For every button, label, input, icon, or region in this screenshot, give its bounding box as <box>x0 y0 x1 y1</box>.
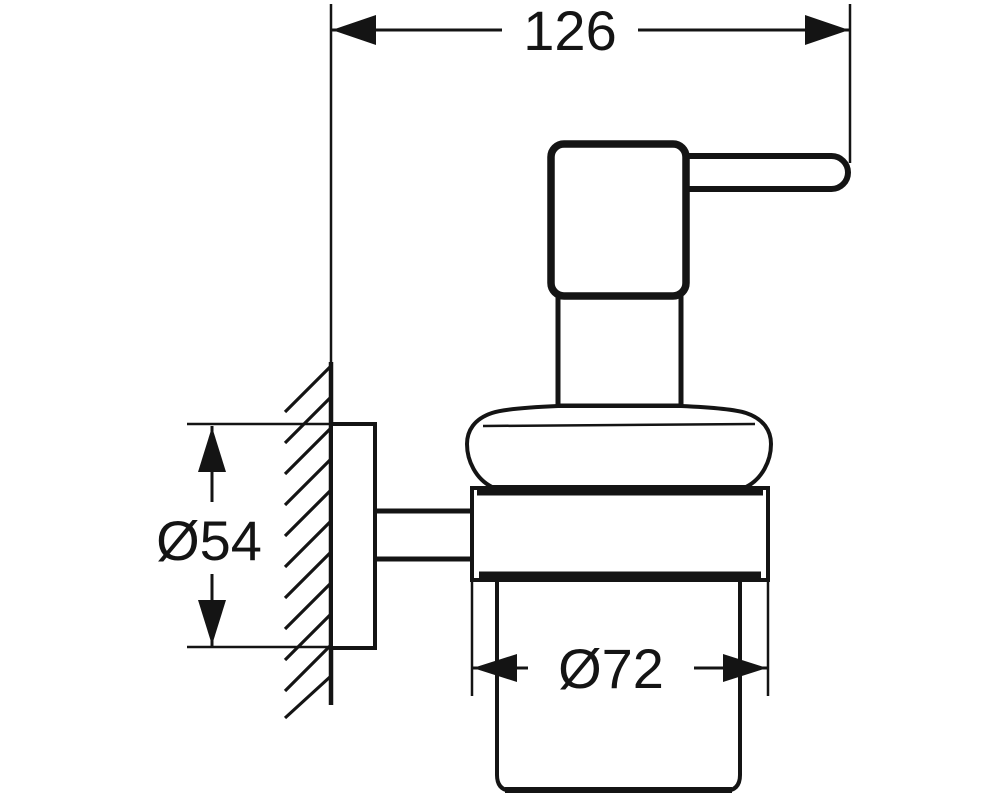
holder-ring <box>470 486 770 582</box>
pump-head <box>547 140 690 300</box>
shoulder-highlight-line <box>482 422 756 428</box>
dimension-label-plate-diameter: Ø54 <box>156 509 262 572</box>
wall-hatching <box>283 364 333 720</box>
arrowhead-down-icon <box>198 600 226 645</box>
dimension-container-diameter: Ø72 <box>470 582 770 700</box>
arrowhead-left-icon <box>473 654 517 682</box>
bottle-shoulder <box>465 404 773 489</box>
dimension-overall-depth: 126 <box>329 0 852 362</box>
dimension-plate-diameter: Ø54 <box>156 422 331 649</box>
arrowhead-up-icon <box>198 427 226 472</box>
dimension-label-overall-depth: 126 <box>523 0 616 62</box>
mounting-arm <box>375 508 474 562</box>
arrowhead-left-icon <box>332 15 376 45</box>
arrowhead-right-icon <box>723 654 767 682</box>
dimension-label-container-diameter: Ø72 <box>558 637 664 700</box>
wall-plate <box>329 422 377 650</box>
pump-spout <box>661 153 851 192</box>
arrowhead-right-icon <box>805 15 849 45</box>
pump-neck <box>555 293 684 409</box>
